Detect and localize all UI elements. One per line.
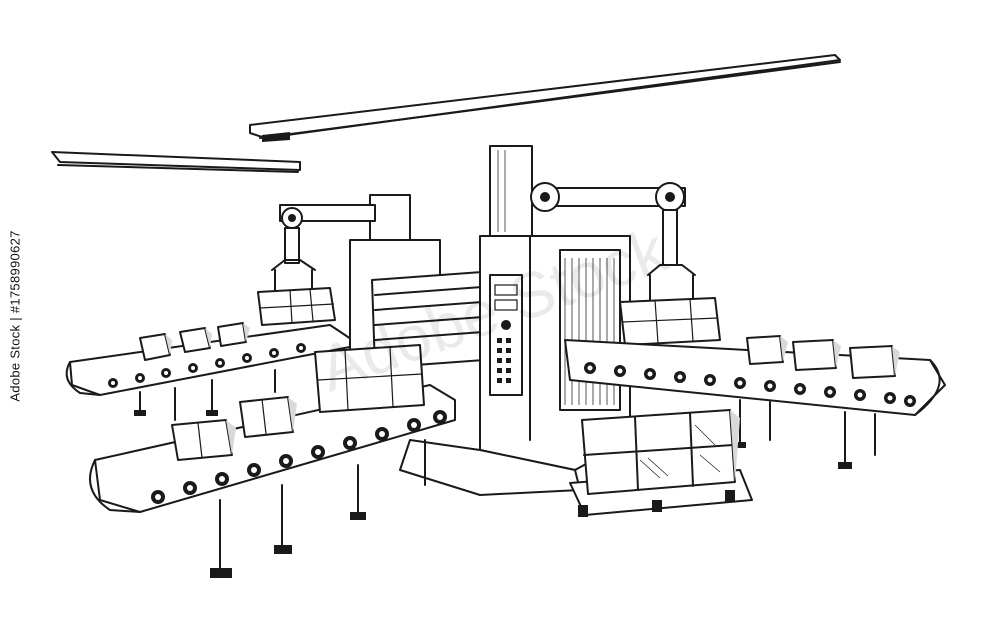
- box-stack: [314, 344, 425, 413]
- pallet-box-stack: [569, 409, 753, 517]
- front-left-conveyor: [89, 344, 456, 578]
- press-rollers: [371, 271, 485, 369]
- right-robot-arm: [530, 182, 721, 346]
- box: [139, 333, 172, 361]
- box: [239, 396, 297, 438]
- control-panel: [489, 274, 523, 396]
- ceiling-beam-right: [249, 54, 841, 142]
- box: [171, 419, 236, 461]
- ceiling-beam-left: [51, 151, 301, 173]
- left-back-conveyor: [65, 322, 361, 421]
- box: [849, 345, 900, 379]
- box: [746, 335, 788, 365]
- box: [179, 327, 212, 353]
- box: [217, 322, 250, 347]
- box: [792, 339, 841, 371]
- right-conveyor: [564, 335, 946, 469]
